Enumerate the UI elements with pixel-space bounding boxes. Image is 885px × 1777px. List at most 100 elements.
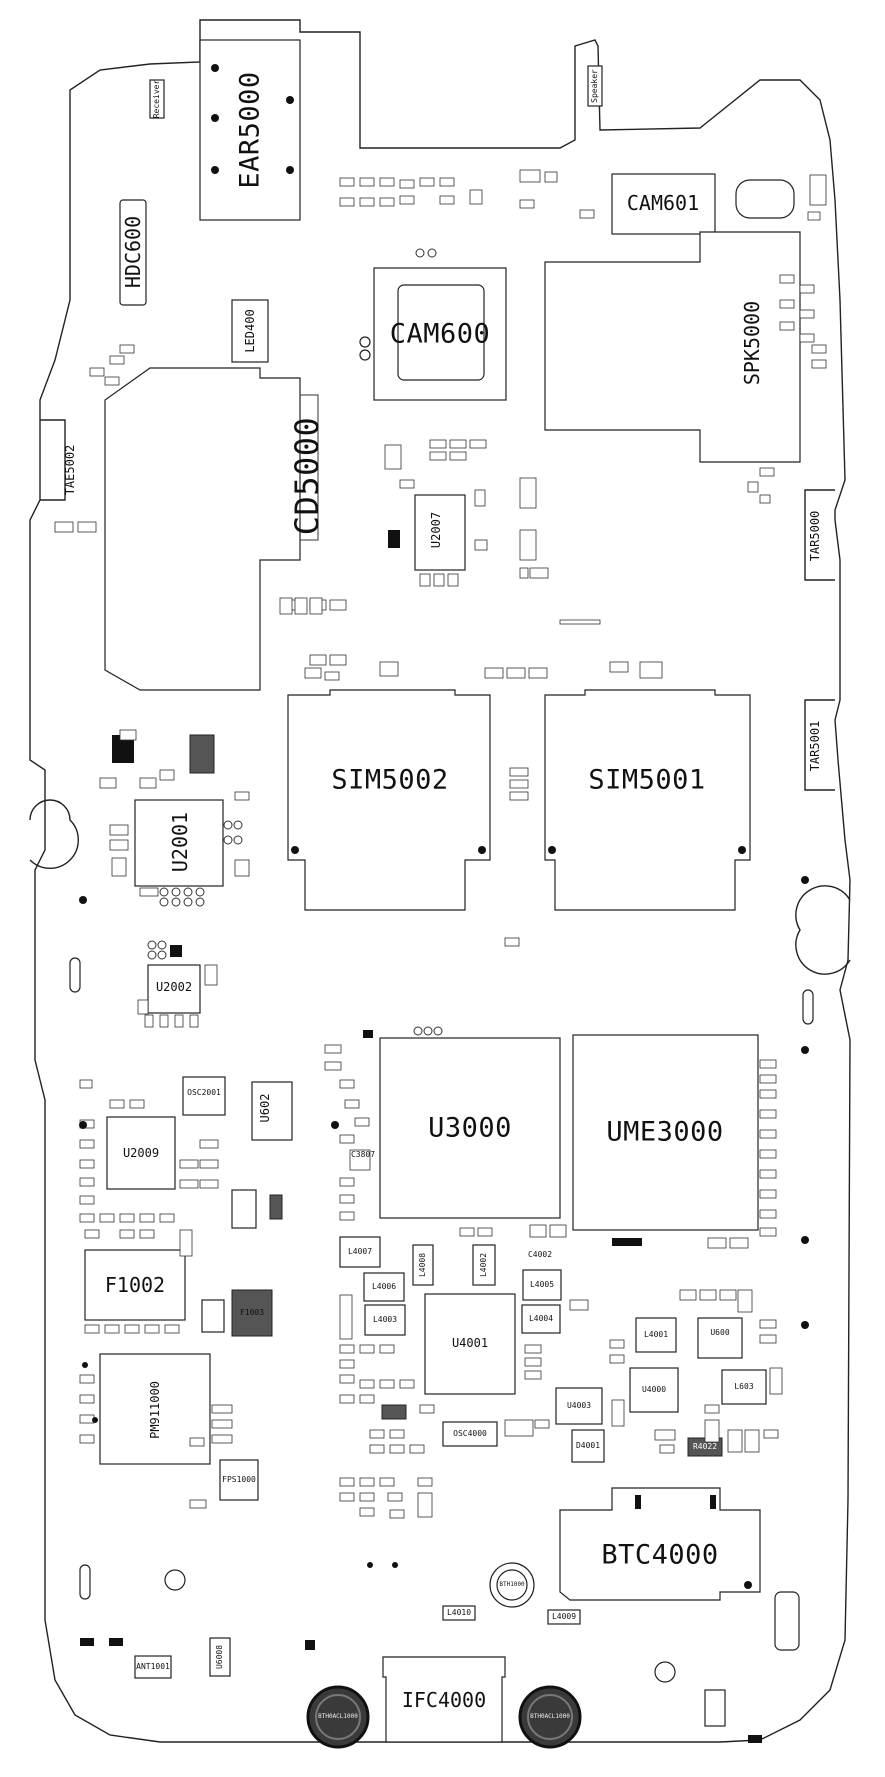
speaker-label: Speaker [590, 69, 599, 103]
l4008-part [412, 1244, 434, 1286]
c3807-label: C3807 [350, 1150, 376, 1159]
u4001-label: U4001 [451, 1336, 489, 1350]
u2001-label: U2001 [168, 811, 192, 873]
btc4000-part [559, 1487, 761, 1601]
sim5001-label: SIM5001 [588, 764, 706, 796]
l4002-part [472, 1244, 496, 1286]
l4003-label: L4003 [372, 1315, 398, 1324]
tar5000-label: TAR5000 [808, 510, 822, 562]
u4001-part [424, 1293, 516, 1395]
tae5002-outline [40, 419, 66, 501]
u2007-part [414, 494, 466, 571]
l4004-part [521, 1304, 561, 1334]
u2009-label: U2009 [122, 1146, 160, 1160]
u2002-label: U2002 [155, 980, 193, 994]
l4005-label: L4005 [529, 1280, 555, 1289]
ear5000-label: EAR5000 [234, 71, 266, 189]
led400-part [231, 299, 269, 363]
sim5001-part [544, 689, 751, 911]
pm911000-label: PM911000 [148, 1381, 162, 1439]
u602-label: U602 [258, 1093, 272, 1123]
sim5002-part [287, 689, 491, 911]
l603-label: L603 [734, 1382, 754, 1391]
hdc600-label: HDC600 [121, 215, 145, 289]
f1002-label: F1002 [104, 1273, 166, 1297]
tar5000-outline [804, 489, 835, 581]
u4003-part [555, 1387, 603, 1425]
osc4000-part [442, 1421, 498, 1447]
fps1000-label: FPS1000 [222, 1475, 256, 1484]
small-rings [147, 248, 443, 1036]
u4003-label: U4003 [566, 1401, 592, 1410]
u2007-label: U2007 [429, 511, 443, 549]
l4007-part [339, 1236, 381, 1268]
l4006-part [363, 1272, 405, 1302]
bth-left-label: BTH0ACL1000 [318, 1713, 358, 1720]
u3000-part [379, 1037, 561, 1219]
fps1000-part [219, 1459, 259, 1501]
cam601-part [611, 173, 716, 235]
hdc600-part [119, 199, 147, 306]
u2001-part [134, 799, 224, 887]
d4001-label: D4001 [575, 1441, 601, 1450]
receiver-pad [149, 79, 165, 119]
u2009-part [106, 1116, 176, 1190]
l4006-label: L4006 [371, 1282, 397, 1291]
bth-right-label: BTH0ACL1000 [530, 1713, 570, 1720]
board-outline [29, 19, 851, 1743]
led400-label: LED400 [243, 309, 257, 353]
left-notch [29, 799, 79, 869]
l4001-part [635, 1317, 677, 1353]
osc4000-label: OSC4000 [453, 1429, 487, 1438]
spk5000-part [544, 231, 801, 463]
l4001-label: L4001 [643, 1330, 669, 1339]
u602-part [251, 1081, 293, 1141]
l4004-label: L4004 [528, 1314, 554, 1323]
tar5001-outline [804, 699, 835, 791]
ant1001-label: ANT1001 [136, 1662, 170, 1671]
cam601-label: CAM601 [626, 191, 700, 215]
cd5000-label: CD5000 [288, 416, 326, 536]
l4005-part [522, 1269, 562, 1301]
ume3000-label: UME3000 [606, 1116, 724, 1148]
f1003-part [231, 1289, 273, 1337]
f1003-label: F1003 [239, 1308, 265, 1317]
u4000-part [629, 1367, 679, 1413]
c4002-label: C4002 [527, 1250, 553, 1259]
u6008-label: U6008 [215, 1644, 224, 1670]
ume3000-part [572, 1034, 759, 1231]
f1002-part [84, 1249, 186, 1321]
u600-part [697, 1317, 743, 1359]
l4003-part [364, 1304, 406, 1336]
cd5000-part [104, 367, 301, 691]
l603-part [721, 1369, 767, 1405]
speaker-pad [587, 65, 603, 107]
osc2001-label: OSC2001 [187, 1088, 221, 1097]
ifc4000-part [382, 1656, 506, 1743]
sim5002-label: SIM5002 [331, 764, 449, 796]
smd-components [54, 169, 827, 1519]
bth1000-label: BTH1000 [499, 1581, 525, 1588]
l4009-label: L4009 [551, 1612, 577, 1621]
u3000-label: U3000 [428, 1112, 512, 1144]
u4000-label: U4000 [641, 1385, 667, 1394]
r4022-label: R4022 [692, 1442, 718, 1451]
d4001-part [571, 1429, 605, 1463]
tae5002-label: TAE5002 [63, 444, 77, 496]
btc4000-label: BTC4000 [601, 1539, 719, 1571]
u600-label: U600 [710, 1328, 730, 1337]
l4007-label: L4007 [347, 1247, 373, 1256]
ifc4000-label: IFC4000 [401, 1688, 487, 1712]
spk5000-label: SPK5000 [740, 300, 764, 386]
cam600-label: CAM600 [389, 318, 491, 350]
receiver-label: Receiver [152, 79, 161, 119]
l4008-label: L4008 [418, 1252, 427, 1278]
l4010-label: L4010 [446, 1608, 472, 1617]
l4002-label: L4002 [479, 1252, 488, 1278]
u2002-part [147, 964, 201, 1014]
via-dots [79, 876, 809, 1589]
right-notch [795, 885, 851, 975]
tar5001-label: TAR5001 [808, 720, 822, 772]
